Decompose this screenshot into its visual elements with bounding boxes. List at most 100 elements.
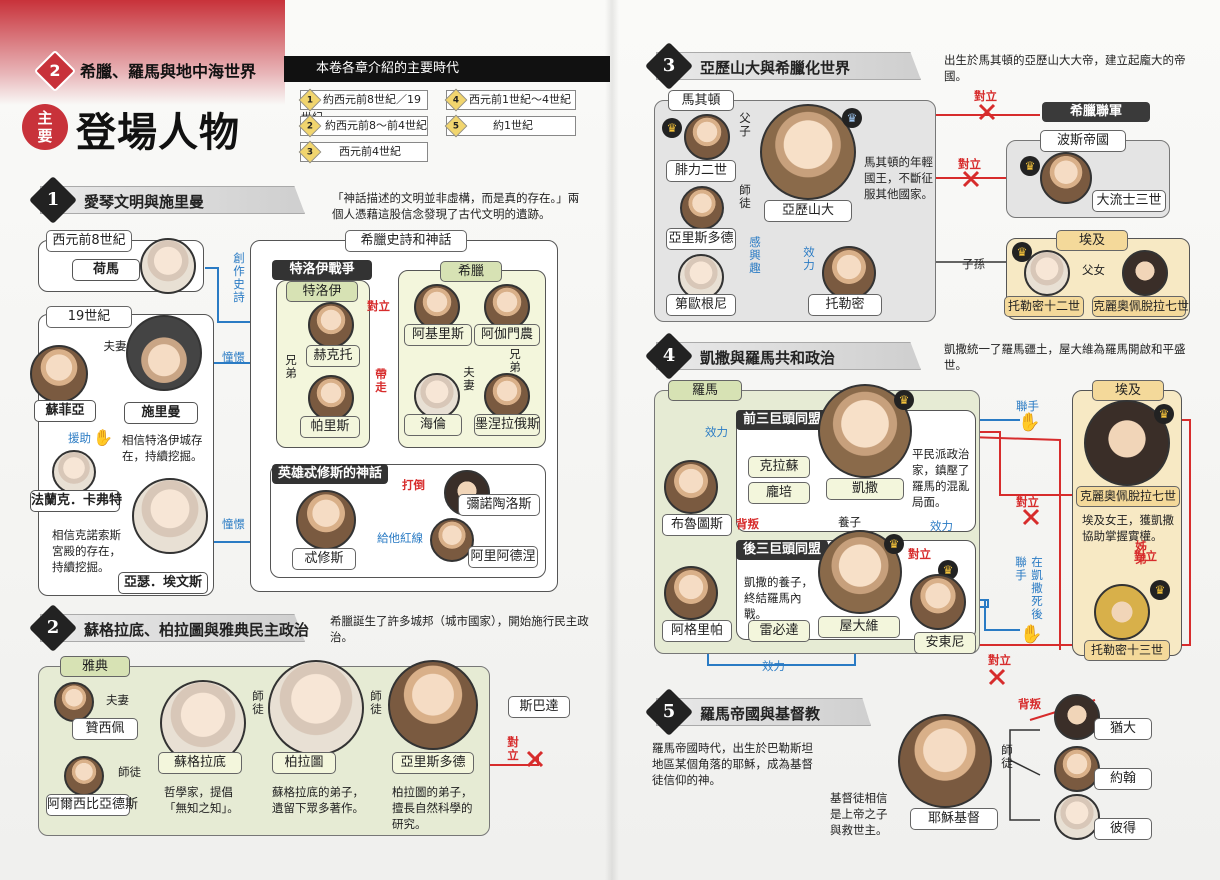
era-label-8th: 西元前8世紀: [46, 230, 132, 252]
section4-header: [656, 342, 921, 370]
opposed-label-league: 對立: [974, 89, 997, 103]
xanthippe-portrait: [54, 682, 94, 722]
longing-label-1: 憧憬: [222, 350, 245, 364]
handshake-icon: ✋: [1018, 412, 1041, 433]
disciple-label-2: 師徒: [252, 689, 264, 716]
after-death-label: 在凱撒死後: [1031, 555, 1043, 621]
crown-icon: ♛: [884, 534, 904, 554]
sparta-label: 斯巴達: [508, 696, 570, 718]
couple-label-athens: 夫妻: [106, 693, 129, 707]
main-badge-top: 主: [37, 109, 53, 127]
serve-label-s3: 效力: [803, 245, 815, 272]
frank-name: 法蘭克．卡弗特: [30, 490, 122, 512]
created-poems-label: 創作史詩: [233, 251, 245, 304]
philip-name: 腓力二世: [666, 160, 736, 182]
red-thread-label: 給他紅線: [377, 531, 423, 545]
crown-icon: ♛: [1154, 404, 1174, 424]
ptolemy-portrait: [822, 246, 876, 300]
brutus-portrait: [664, 460, 718, 514]
homer-name: 荷馬: [72, 259, 140, 281]
rome-label: 羅馬: [668, 380, 742, 401]
crown-icon: ♛: [1020, 156, 1040, 176]
first-triumvirate-label: 前三巨頭同盟: [736, 410, 828, 430]
serve-label-3: 效力: [762, 659, 785, 673]
serve-label-2: 效力: [930, 519, 953, 533]
agamemnon-name: 阿伽門農: [474, 324, 540, 346]
antony-name: 安東尼: [914, 632, 976, 654]
father-daughter-label: 父女: [1082, 263, 1105, 277]
alcibiades-name: 阿爾西比亞德斯: [46, 794, 138, 816]
page-title: 登場人物: [76, 109, 240, 156]
john-name: 約翰: [1094, 768, 1152, 790]
myth-box-label: 希臘史詩和神話: [345, 230, 467, 252]
cleopatra-description: 埃及女王，獲凱撒協助掌握實權。: [1082, 513, 1174, 543]
longing-label-2: 憧憬: [222, 517, 245, 531]
xanthippe-name: 贊西佩: [72, 718, 138, 740]
chapter-number: 2: [49, 61, 61, 80]
aid-label: 援助: [68, 431, 91, 445]
pompey-name: 龐培: [748, 482, 810, 504]
era-label-19th: 19世紀: [46, 306, 132, 328]
aristotle-name-s3: 亞里斯多德: [666, 228, 736, 250]
section3-number: 3: [644, 41, 694, 91]
ptolemy12-portrait: [1024, 250, 1070, 296]
jesus-name: 耶穌基督: [910, 808, 998, 830]
troy-label: 特洛伊: [286, 281, 358, 302]
octavian-description: 凱撒的養子，終結羅馬內戰。: [744, 575, 813, 621]
section4-intro: 凱撒統一了羅馬疆土，屋大維為羅馬開啟和平盛世。: [944, 342, 1186, 372]
section1-title: 愛琴文明與施里曼: [84, 193, 205, 211]
aristotle-portrait: [388, 660, 478, 750]
homer-portrait: [140, 238, 196, 294]
couple-label-2: 夫妻: [463, 365, 475, 392]
red-corner-decoration: [0, 0, 285, 105]
periods-header: 本卷各章介紹的主要時代: [284, 56, 610, 82]
agrippa-name: 阿格里帕: [662, 620, 732, 642]
section3-header: [656, 52, 921, 80]
caesar-description: 平民派政治家，鎮壓了羅馬的混亂局面。: [912, 447, 970, 509]
greece-label: 希臘: [440, 261, 502, 282]
second-triumvirate-label: 後三巨頭同盟: [736, 540, 828, 560]
theseus-name: 忒修斯: [292, 548, 356, 570]
socrates-name: 蘇格拉底: [158, 752, 242, 774]
section4-number: 4: [644, 331, 694, 381]
section2-header: [40, 614, 305, 642]
section2-number: 2: [28, 603, 78, 653]
greek-league-label: 希臘聯軍: [1042, 102, 1150, 122]
peter-portrait: [1054, 794, 1100, 840]
section1-number: 1: [28, 175, 78, 225]
adopted-label: 養子: [838, 515, 861, 529]
disciple-label-3: 師徒: [370, 689, 382, 716]
section2-title: 蘇格拉底、柏拉圖與雅典民主政治: [84, 621, 310, 639]
minotaur-name: 彌諾陶洛斯: [458, 494, 540, 516]
descendant-label: 子孫: [962, 257, 985, 271]
opposed-label-egypt-2: 對立: [988, 653, 1011, 667]
paris-name: 帕里斯: [300, 416, 360, 438]
helen-name: 海倫: [404, 414, 462, 436]
cleopatra-portrait-s3: [1122, 250, 1168, 296]
section1-intro: 「神話描述的文明並非虛構，而是真的存在。」兩個人憑藉這股信念發現了古代文明的遺跡…: [332, 191, 580, 221]
betray-label-brutus: 背叛: [736, 517, 759, 531]
opposed-label-siblings: 對立: [1134, 549, 1157, 563]
judas-portrait: [1054, 694, 1100, 740]
menelaus-name: 墨涅拉俄斯: [474, 414, 540, 436]
evans-description: 相信克諾索斯宮殿的存在，持續挖掘。: [52, 528, 121, 574]
diogenes-name: 第歐根尼: [666, 294, 736, 316]
alexander-portrait: [760, 104, 856, 200]
judas-name: 猶大: [1094, 718, 1152, 740]
cleopatra-name-s3: 克麗奧佩脫拉七世: [1092, 296, 1189, 317]
took-away-label: 帶走: [375, 367, 387, 394]
section4-title: 凱撒與羅馬共和政治: [700, 349, 836, 367]
interest-label: 感興趣: [749, 235, 761, 275]
sophia-portrait: [30, 345, 88, 403]
athens-label: 雅典: [60, 656, 130, 677]
brothers-label-1: 兄弟: [285, 353, 297, 380]
lepidus-name: 雷必達: [748, 620, 810, 642]
jesus-portrait: [898, 714, 992, 808]
alcibiades-portrait: [64, 756, 104, 796]
ariadne-portrait: [430, 518, 474, 562]
handshake-icon: ✋: [93, 428, 113, 447]
